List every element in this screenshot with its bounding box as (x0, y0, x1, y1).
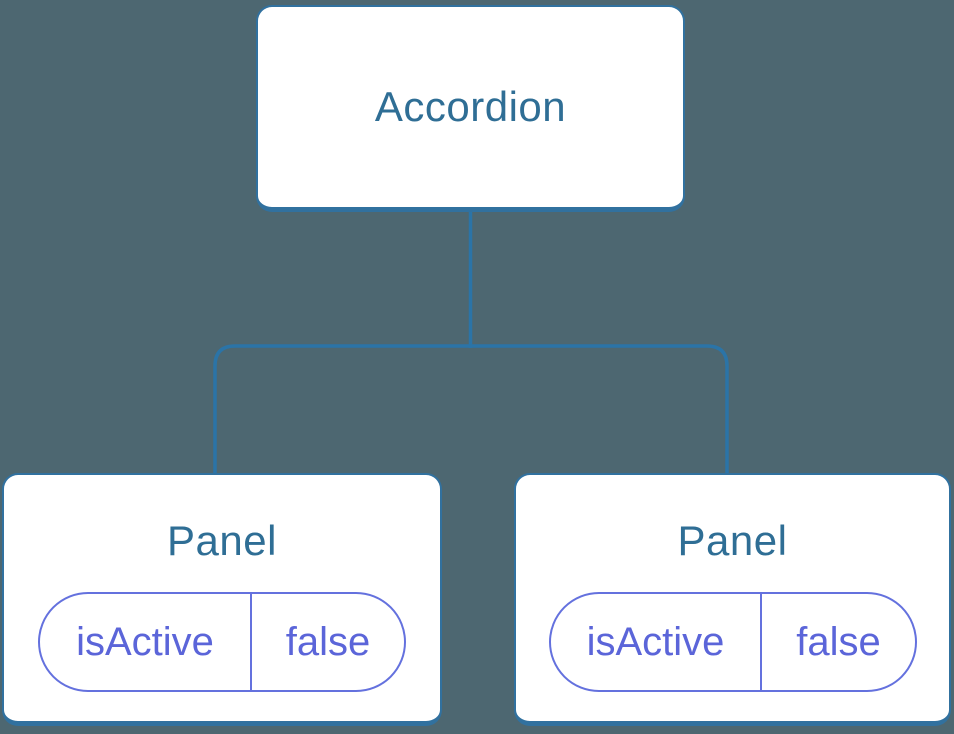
node-panel-right: Panel isActive false (514, 473, 951, 726)
node-panel-left: Panel isActive false (2, 473, 442, 726)
panel-right-label: Panel (677, 517, 788, 564)
state-key: isActive (40, 594, 252, 690)
connector-bracket (213, 344, 729, 476)
state-value: false (796, 619, 881, 664)
state-key: isActive (551, 594, 763, 690)
panel-right-state-pill: isActive false (548, 592, 917, 692)
state-value: false (285, 619, 371, 664)
panel-left-label: Panel (167, 517, 277, 564)
panel-left-state-pill: isActive false (38, 592, 406, 692)
node-accordion: Accordion (256, 5, 685, 212)
accordion-label: Accordion (374, 83, 567, 130)
